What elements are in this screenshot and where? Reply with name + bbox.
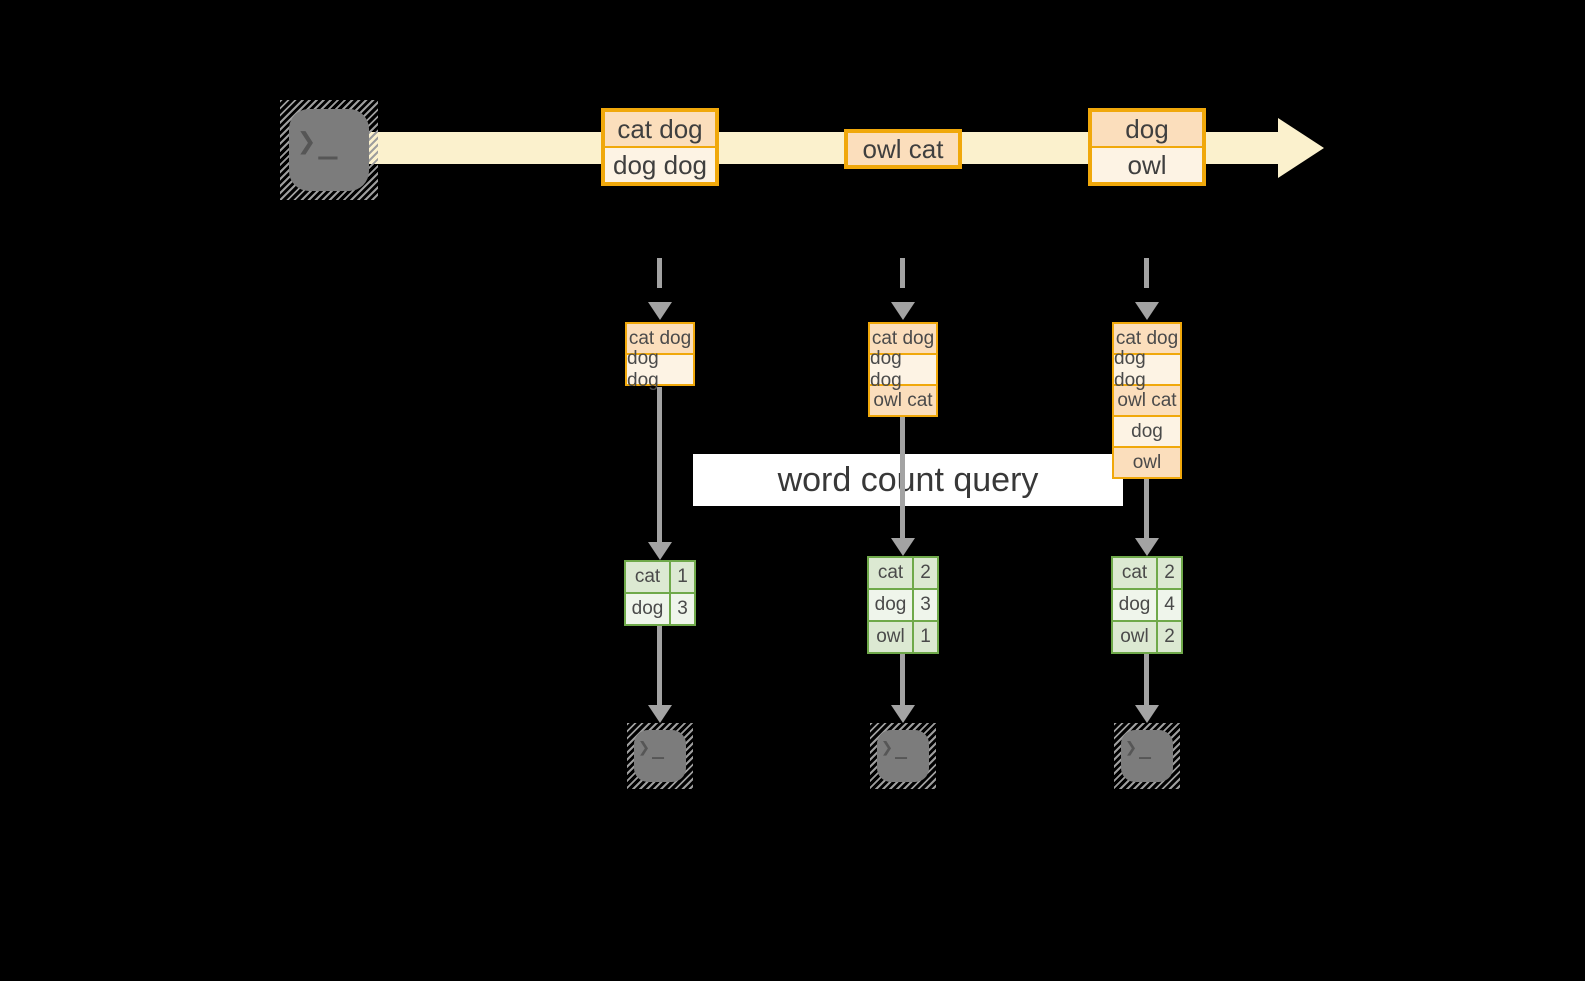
stream-event-box-2: owl cat: [844, 129, 962, 169]
terminal-output-icon: ❯_: [1114, 723, 1180, 789]
count-table-1: cat 1 dog 3: [624, 560, 696, 626]
arrow-head: [648, 542, 672, 560]
event-text: dog dog: [605, 146, 715, 182]
event-text: owl: [1092, 146, 1202, 182]
buffer-cell: dog dog: [627, 348, 693, 391]
arrow-head: [1135, 705, 1159, 723]
event-text: owl cat: [848, 133, 958, 165]
terminal-prompt-glyph: ❯_: [297, 122, 340, 160]
stream-event-box-3: dog owl: [1088, 108, 1206, 186]
dashed-arrow-head: [648, 302, 672, 320]
buffer-cell: dog dog: [1114, 348, 1180, 391]
count-word: owl: [869, 622, 914, 652]
count-value: 2: [1164, 562, 1175, 583]
count-table-2: cat 2 dog 3 owl 1: [867, 556, 939, 654]
terminal-prompt-glyph: ❯_: [881, 735, 910, 759]
count-value: 3: [920, 594, 931, 615]
dashed-arrow-head: [891, 302, 915, 320]
buffer-cell: owl cat: [1114, 384, 1180, 415]
arrow-shaft: [657, 387, 662, 542]
arrow-shaft: [900, 417, 905, 538]
count-word: owl: [1113, 622, 1158, 652]
event-buffer-3: cat dog dog dog owl cat dog owl: [1112, 322, 1182, 479]
event-buffer-1: cat dog dog dog: [625, 322, 695, 391]
terminal-source-icon: ❯_: [280, 100, 378, 200]
dashed-arrow-head: [1135, 302, 1159, 320]
terminal-output-icon: ❯_: [870, 723, 936, 789]
arrow-shaft: [1144, 479, 1149, 538]
count-value: 1: [920, 626, 931, 647]
dashed-arrow-shaft: [900, 258, 905, 302]
buffer-cell: cat dog: [627, 324, 693, 353]
count-word: cat: [626, 562, 671, 592]
buffer-cell: cat dog: [870, 324, 936, 353]
terminal-prompt-glyph: ❯_: [638, 735, 667, 759]
count-word: cat: [869, 558, 914, 588]
count-word: dog: [869, 590, 914, 620]
arrow-shaft: [657, 626, 662, 705]
event-text: cat dog: [605, 112, 715, 146]
arrow-head: [891, 705, 915, 723]
terminal-body: [289, 109, 369, 191]
buffer-cell: owl cat: [870, 384, 936, 415]
buffer-cell: dog dog: [870, 348, 936, 391]
event-buffer-2: cat dog dog dog owl cat: [868, 322, 938, 417]
terminal-body: [1121, 730, 1173, 782]
dashed-arrow-shaft: [1144, 258, 1149, 302]
count-word: dog: [626, 594, 671, 624]
terminal-body: [634, 730, 686, 782]
terminal-body: [877, 730, 929, 782]
dashed-arrow-shaft: [657, 258, 662, 302]
count-value: 4: [1164, 594, 1175, 615]
terminal-output-icon: ❯_: [627, 723, 693, 789]
count-word: dog: [1113, 590, 1158, 620]
count-value: 2: [1164, 626, 1175, 647]
stream-event-box-1: cat dog dog dog: [601, 108, 719, 186]
count-table-3: cat 2 dog 4 owl 2: [1111, 556, 1183, 654]
event-text: dog: [1092, 112, 1202, 146]
stream-arrow-head: [1278, 118, 1324, 178]
count-value: 3: [677, 598, 688, 619]
arrow-shaft: [1144, 654, 1149, 705]
buffer-cell: cat dog: [1114, 324, 1180, 353]
arrow-head: [891, 538, 915, 556]
terminal-prompt-glyph: ❯_: [1125, 735, 1154, 759]
query-banner: word count query: [693, 454, 1123, 506]
arrow-head: [1135, 538, 1159, 556]
count-value: 2: [920, 562, 931, 583]
buffer-cell: owl: [1114, 446, 1180, 477]
arrow-shaft: [900, 654, 905, 705]
buffer-cell: dog: [1114, 415, 1180, 446]
count-word: cat: [1113, 558, 1158, 588]
arrow-head: [648, 705, 672, 723]
count-value: 1: [677, 566, 688, 587]
